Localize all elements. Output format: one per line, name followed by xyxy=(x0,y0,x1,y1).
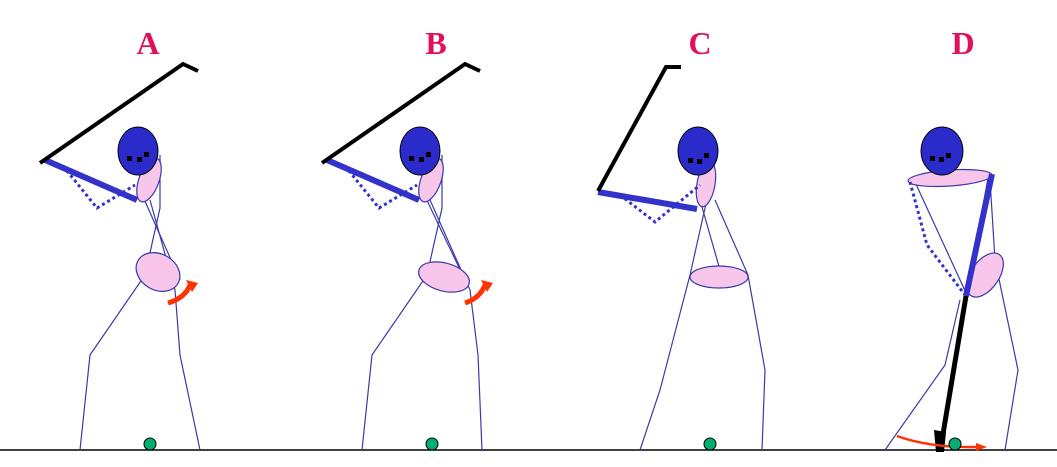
front-leg xyxy=(714,199,766,451)
eye xyxy=(688,158,693,163)
golf-ball xyxy=(425,437,439,451)
panel-a: A xyxy=(38,25,201,451)
arm-thin xyxy=(699,199,721,271)
panel-label-d: D xyxy=(951,25,974,61)
club-head xyxy=(934,430,946,452)
trail-arm-dotted xyxy=(343,165,418,210)
hip-ellipse xyxy=(135,252,181,292)
eye xyxy=(704,153,709,158)
head xyxy=(399,126,441,176)
arm-thin xyxy=(421,189,466,281)
panel-c: C xyxy=(596,25,766,451)
eye xyxy=(939,157,944,162)
club xyxy=(38,61,199,165)
eye xyxy=(409,156,414,161)
lead-arm xyxy=(597,189,698,212)
arrow-head xyxy=(976,443,987,451)
club xyxy=(596,65,681,192)
head xyxy=(117,126,159,176)
club xyxy=(320,61,481,165)
eye xyxy=(946,153,951,158)
hip-ellipse xyxy=(418,261,470,293)
lead-arm xyxy=(963,173,995,297)
front-leg xyxy=(989,179,1019,451)
body-lines xyxy=(884,299,961,451)
panel-label-a: A xyxy=(136,25,159,61)
lead-arm xyxy=(325,157,421,203)
hip-rotation-arrow xyxy=(167,283,193,306)
eye xyxy=(697,159,702,164)
eye xyxy=(419,157,424,162)
head xyxy=(920,126,964,176)
eye xyxy=(426,152,431,157)
eye xyxy=(137,157,142,162)
panel-b: B xyxy=(320,25,493,451)
golf-ball xyxy=(948,437,962,451)
arrow-head xyxy=(186,280,198,292)
head xyxy=(677,126,719,176)
panel-d: D xyxy=(884,25,1019,452)
golf-ball xyxy=(143,437,157,451)
lead-arm xyxy=(43,157,139,203)
panel-label-b: B xyxy=(425,25,446,61)
front-leg xyxy=(429,199,483,451)
eye xyxy=(127,156,132,161)
eye xyxy=(930,156,935,161)
arrow-head xyxy=(481,280,493,292)
club xyxy=(939,295,969,441)
panel-label-c: C xyxy=(688,25,711,61)
trail-arm-dotted xyxy=(908,181,967,296)
trail-arm-dotted xyxy=(619,183,701,224)
swing-path-arrow xyxy=(896,434,979,449)
hip-ellipse xyxy=(689,265,749,289)
golf-ball xyxy=(703,437,717,451)
hip-rotation-arrow xyxy=(464,283,488,306)
front-leg xyxy=(149,199,201,451)
eye xyxy=(144,152,149,157)
trail-arm-dotted xyxy=(61,165,136,210)
